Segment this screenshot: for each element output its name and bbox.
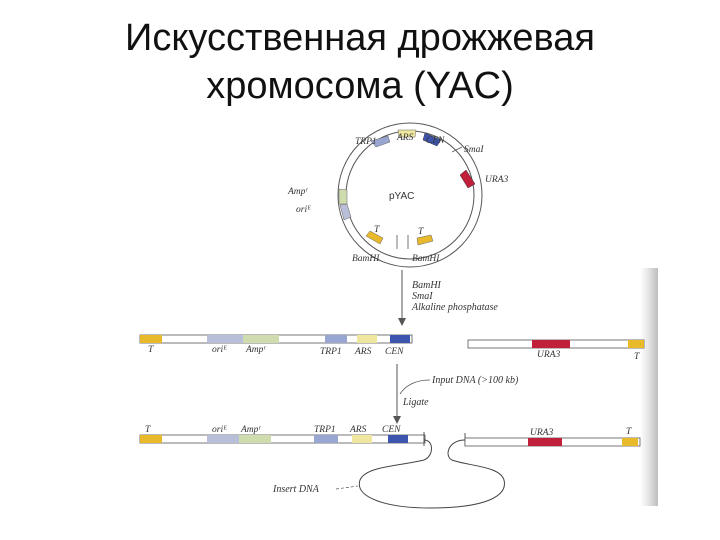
input-dna-label: Input DNA (>100 kb) <box>431 375 519 386</box>
insert-dna-pointer <box>336 486 358 489</box>
plasmid-label-ori: oriᴱ <box>296 205 311 215</box>
digest-step-2: SmaI <box>412 291 433 302</box>
ligate-left-label-amp: Ampʳ <box>240 425 261 435</box>
digest-left-arm <box>140 335 412 343</box>
plasmid-label-t-right: T <box>418 227 424 237</box>
ligate-left-label-cen: CEN <box>382 425 401 435</box>
digest-left-label-ori: oriᴱ <box>212 345 227 355</box>
digest-left-label-cen: CEN <box>385 347 404 357</box>
digest-left-label-trp1: TRP1 <box>320 347 342 357</box>
plasmid-label-trp1: TRP1 <box>355 137 377 147</box>
digest-left-label-t: T <box>148 345 154 355</box>
ligate-right-label-ura3: URA3 <box>530 428 553 438</box>
ligate-right-label-t: T <box>626 427 632 437</box>
input-dna-pointer <box>400 380 430 394</box>
ligate-left-label-ori: oriᴱ <box>212 425 227 435</box>
digest-step-1: BamHI <box>412 280 442 291</box>
plasmid-label-smai: SmaI <box>464 145 484 155</box>
insert-dna-label: Insert DNA <box>272 484 320 495</box>
plasmid-label-t-left: T <box>374 225 380 235</box>
digest-step-3: Alkaline phosphatase <box>411 302 498 313</box>
plasmid-label-cen: CEN <box>426 136 445 146</box>
ligate-left-label-t: T <box>145 425 151 435</box>
plasmid-name: pYAC <box>389 191 414 202</box>
ligate-left-label-ars: ARS <box>349 425 367 435</box>
digest-left-label-amp: Ampʳ <box>245 345 266 355</box>
plasmid-label-ars: ARS <box>396 133 414 143</box>
digest-right-arm <box>468 340 644 348</box>
plasmid-label-amp: Ampʳ <box>287 187 308 197</box>
digest-left-label-ars: ARS <box>354 347 372 357</box>
plasmid-amp-block <box>339 189 347 204</box>
plasmid-label-ura3: URA3 <box>485 175 508 185</box>
digest-arrowhead <box>398 318 406 326</box>
digest-right-label-t: T <box>634 352 640 362</box>
plasmid-ura3-block <box>460 170 475 188</box>
ligate-left-label-trp1: TRP1 <box>314 425 336 435</box>
ligate-label: Ligate <box>402 397 429 408</box>
plasmid-label-bamhi-left: BamHI <box>352 254 380 264</box>
digest-right-label-ura3: URA3 <box>537 350 560 360</box>
plasmid-label-bamhi-right: BamHI <box>412 254 440 264</box>
ligate-arrowhead <box>393 416 401 424</box>
insert-dna-loop <box>359 440 504 508</box>
